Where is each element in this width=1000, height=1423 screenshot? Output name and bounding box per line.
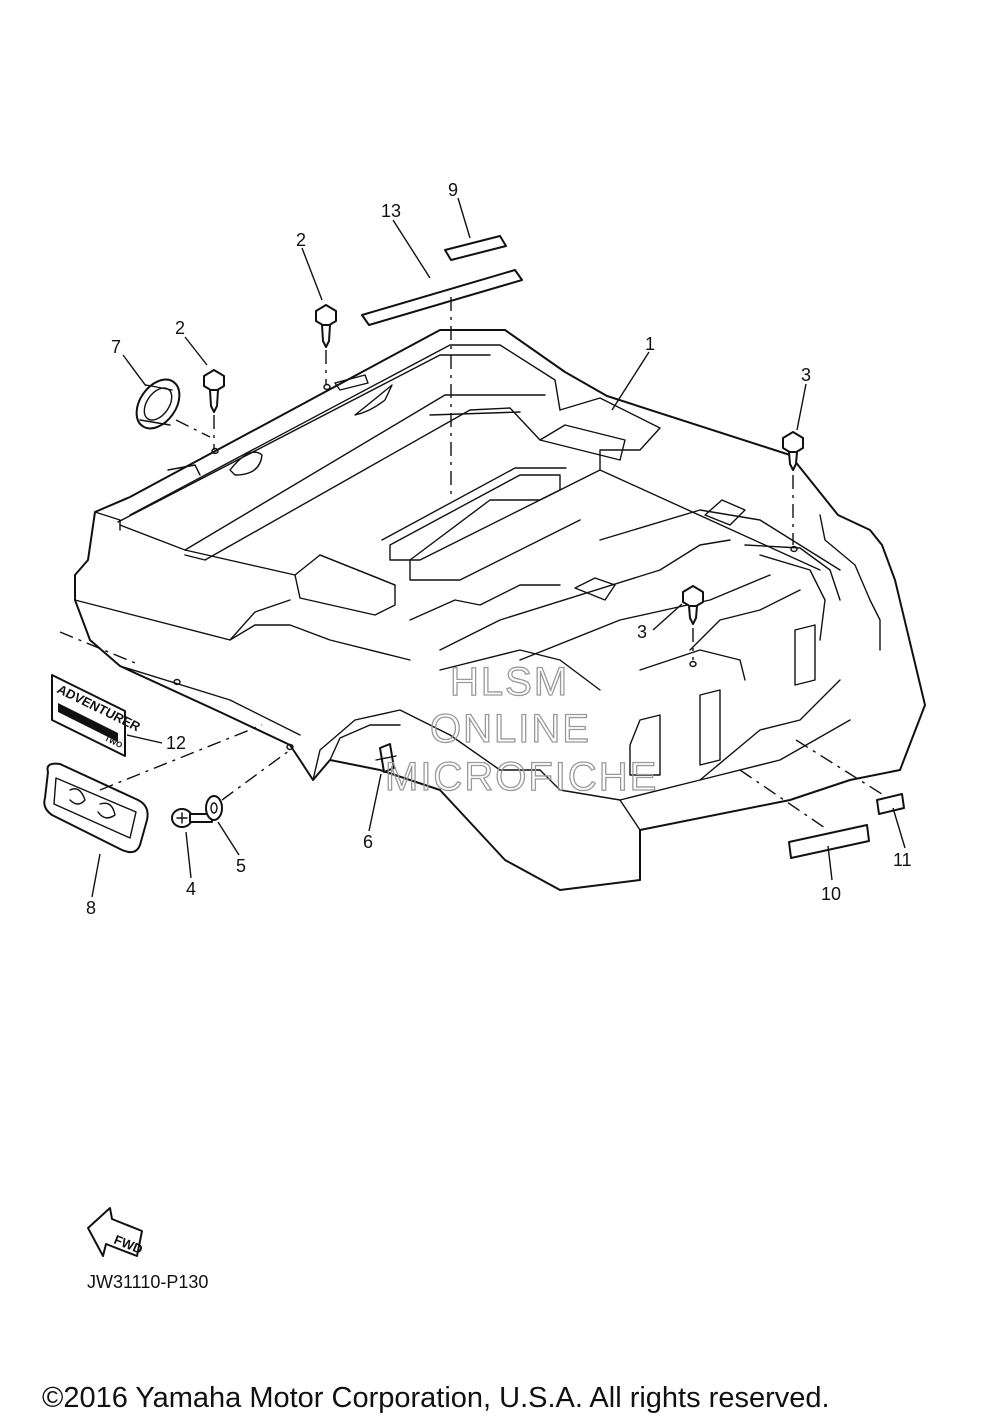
callout-4: 4 (186, 879, 196, 899)
callout-5: 5 (236, 856, 246, 876)
part-8-guide (99, 724, 263, 791)
callout-2-lower: 2 (175, 318, 185, 338)
part-5-guide (221, 749, 291, 801)
watermark-line-3: MICROFICHE (385, 755, 658, 799)
part-12-adventurer-decal: ADVENTURER TWO (51, 674, 144, 757)
part-8-emblem (43, 762, 149, 854)
part-10-rear-decal (788, 824, 870, 859)
callout-1: 1 (645, 334, 655, 354)
callout-3-right: 3 (801, 365, 811, 385)
callout-11: 11 (893, 850, 912, 870)
callout-9: 9 (448, 180, 458, 200)
part-6-clip-nut (375, 743, 397, 773)
callout-3-center: 3 (637, 622, 647, 642)
part-11-guide (795, 739, 886, 797)
part-11-rear-small-decal (876, 793, 905, 815)
callout-labels: 1 2 2 3 3 4 5 6 7 8 9 10 11 12 13 (86, 180, 912, 918)
part-3-rivet-center (682, 585, 704, 625)
part-2-rivet-upper (315, 304, 337, 348)
diagram-code: JW31110-P130 (87, 1272, 208, 1292)
watermark-line-1: HLSM (450, 660, 569, 704)
part-10-guide (739, 769, 829, 831)
callout-6: 6 (363, 832, 373, 852)
callout-8: 8 (86, 898, 96, 918)
part-4-screw (171, 808, 213, 828)
callout-7: 7 (111, 337, 121, 357)
part-5-washer (205, 795, 223, 821)
part-2-rivet-lower (203, 369, 225, 413)
callout-10: 10 (821, 884, 841, 904)
watermark: HLSM ONLINE MICROFICHE (384, 659, 658, 799)
part-13-strip-decal (361, 269, 523, 326)
fwd-arrow-icon: FWD (87, 1207, 145, 1257)
part-3-rivet-right (782, 431, 804, 471)
part-9-small-decal (444, 235, 507, 261)
leader-lines (91, 197, 906, 898)
callout-2-upper: 2 (296, 230, 306, 250)
watermark-line-2: ONLINE (430, 707, 591, 751)
part-7-grommet (135, 378, 181, 430)
part-7-guide (175, 419, 211, 438)
cargo-bed-body (74, 329, 926, 891)
callout-13: 13 (381, 201, 401, 221)
callout-12: 12 (166, 733, 186, 753)
copyright-notice: ©2016 Yamaha Motor Corporation, U.S.A. A… (42, 1382, 830, 1414)
